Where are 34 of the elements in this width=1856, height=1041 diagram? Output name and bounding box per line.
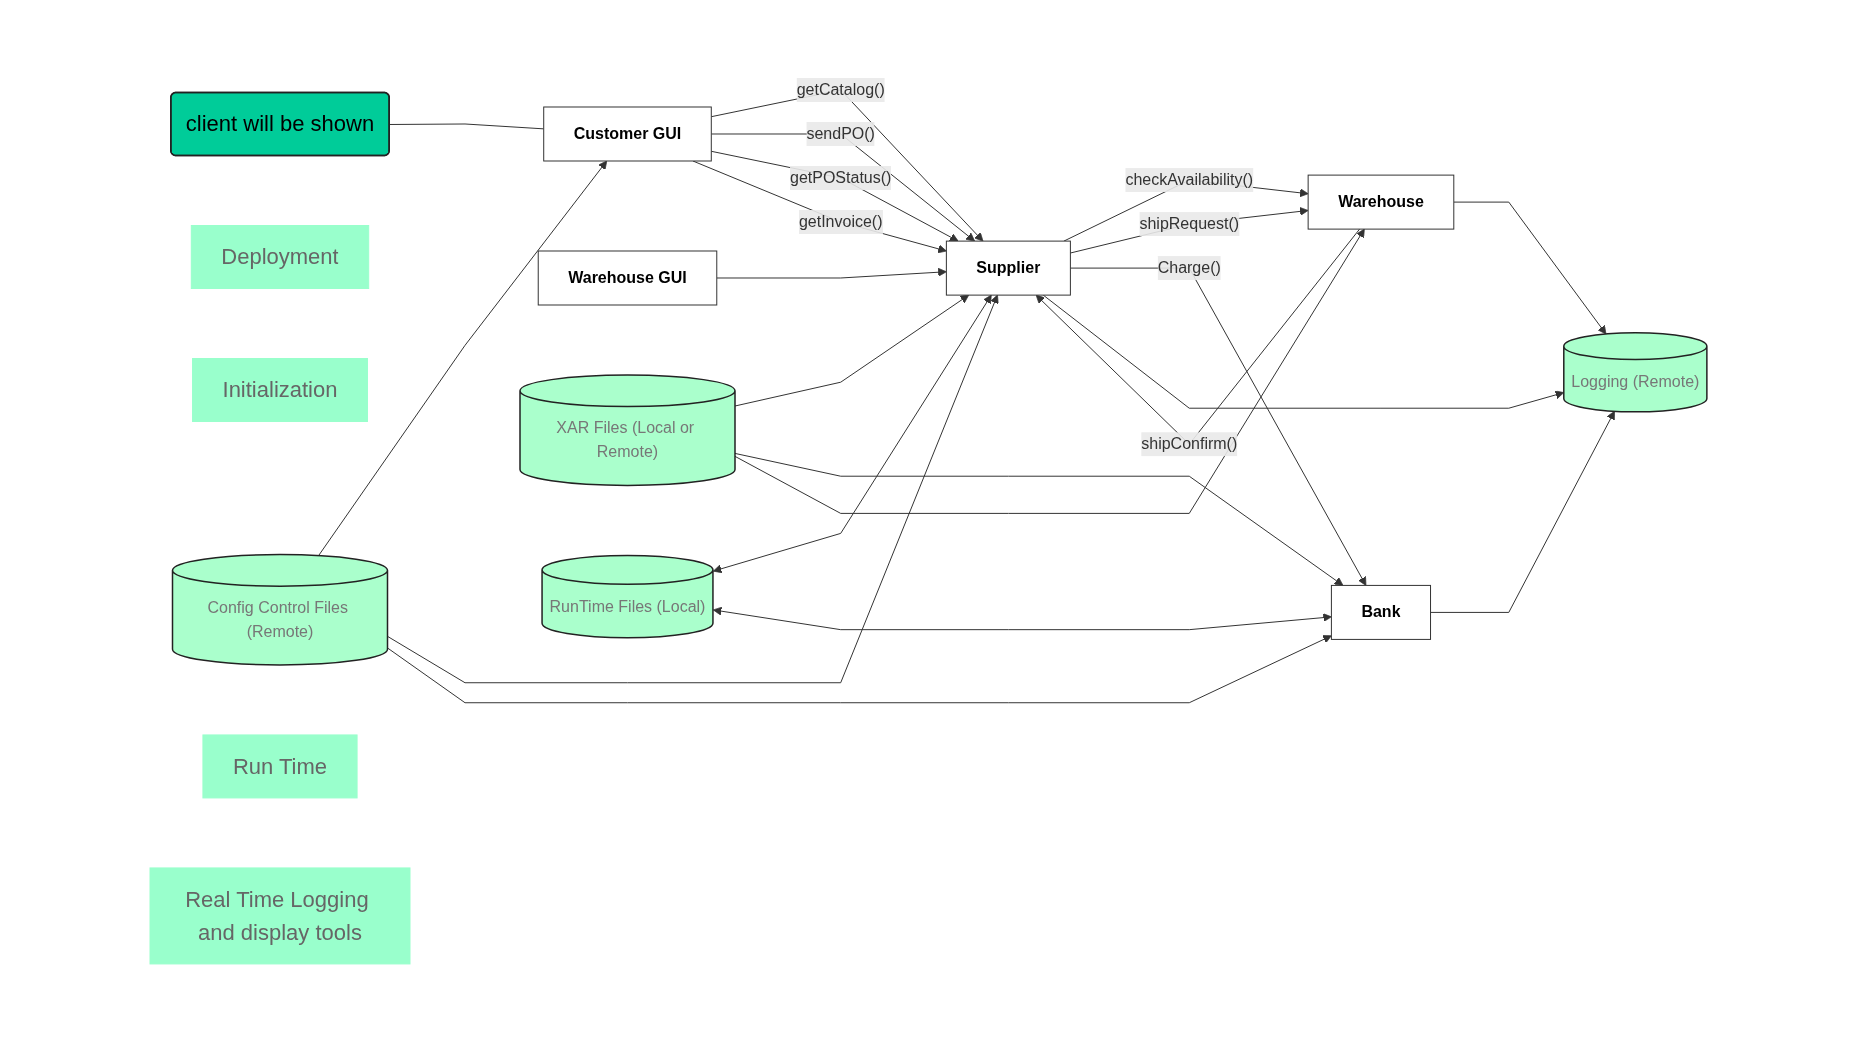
node-box: Supplier xyxy=(945,240,1071,296)
node-box: Run Time xyxy=(202,733,358,798)
node-box: Bank xyxy=(1330,584,1431,640)
arrow xyxy=(734,228,1365,514)
arrow xyxy=(712,294,992,573)
arrow xyxy=(386,294,999,683)
arrow xyxy=(715,267,947,279)
edge-label: shipConfirm() xyxy=(1140,434,1237,452)
node-box: Real Time Logging and display tools xyxy=(149,866,411,964)
arrow xyxy=(734,452,1343,586)
arrow xyxy=(1069,206,1309,254)
edge-label: checkAvailability() xyxy=(1124,170,1253,188)
edge-label: getCatalog() xyxy=(796,80,885,98)
node-box: Warehouse xyxy=(1307,174,1454,230)
arrow xyxy=(1042,294,1564,409)
arrow xyxy=(1429,410,1615,613)
node-box: Warehouse GUI xyxy=(537,250,717,306)
arrow xyxy=(1452,201,1606,334)
arrow xyxy=(317,160,607,556)
edge-label: getPOStatus() xyxy=(789,168,891,186)
edge-label: sendPO() xyxy=(806,124,875,142)
arrow xyxy=(734,294,969,407)
arrow xyxy=(386,634,1332,703)
arrow xyxy=(1069,267,1366,586)
node-box: Deployment xyxy=(190,224,369,289)
arrow xyxy=(712,606,1332,630)
node-box: Customer GUI xyxy=(542,106,712,162)
edge-label: shipRequest() xyxy=(1139,214,1239,232)
edge-label: getInvoice() xyxy=(798,212,883,230)
connector xyxy=(388,123,544,129)
edge-label: Charge() xyxy=(1157,258,1221,276)
arrow xyxy=(710,150,959,242)
node-box: Initialization xyxy=(191,357,368,422)
arrow xyxy=(710,133,975,242)
